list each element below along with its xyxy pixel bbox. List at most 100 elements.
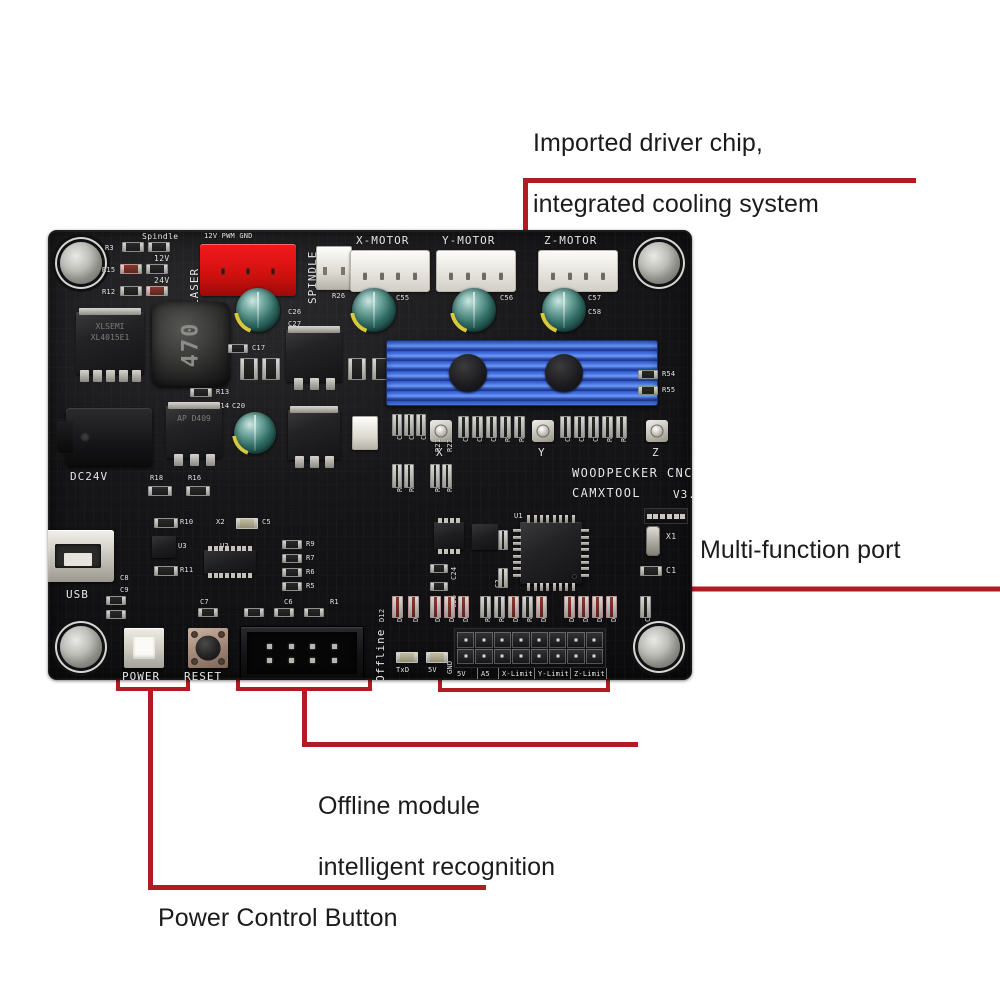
silk-5v-led-label: 5V — [428, 666, 437, 674]
silk-usb: USB — [66, 588, 89, 601]
silk-ref-u3: U3 — [178, 542, 187, 550]
smd-r26b — [500, 416, 511, 438]
limit-switch-header[interactable] — [454, 628, 606, 668]
x-motor-connector — [350, 250, 430, 292]
ic-u5 — [434, 518, 464, 554]
mounting-hole-bottom-left — [60, 626, 102, 668]
trimmer-pot-y — [532, 420, 554, 442]
limit-label-divider-1 — [477, 668, 478, 679]
silk-ref-r16: R16 — [188, 474, 202, 482]
smd-c54 — [574, 416, 585, 438]
smd-r29 — [348, 358, 366, 380]
smd-r6 — [282, 568, 302, 577]
silk-ref-r14: R14 — [216, 402, 230, 410]
silk-ref-r1: R1 — [330, 598, 339, 606]
smd-c1 — [640, 566, 662, 576]
electrolytic-capacitor-c56 — [450, 286, 498, 334]
led-d16 — [536, 596, 547, 618]
smd-bottom-1 — [106, 596, 126, 605]
silk-limit-5v: 5V — [457, 670, 466, 678]
mosfet-d409: AP D409 — [166, 402, 222, 466]
smd-resistor-r12a — [120, 286, 142, 296]
callout-multi-function-port: Multi-function port — [700, 536, 901, 564]
smd-r31 — [392, 464, 402, 488]
usb-port-tongue — [63, 552, 93, 567]
offline-module-header[interactable] — [240, 626, 364, 680]
silk-spindle-24v: 24V — [154, 276, 170, 285]
limit-label-divider-5 — [606, 668, 607, 679]
leader-line-offline-vertical — [302, 689, 307, 746]
silk-gnd-label: GND — [446, 660, 454, 674]
smd-bottom-4 — [244, 608, 264, 617]
silk-ref-x2: X2 — [216, 518, 225, 526]
power-button[interactable] — [124, 628, 164, 668]
silk-limit-a5: A5 — [481, 670, 490, 678]
led-d46 — [564, 596, 575, 618]
smd-r40 — [480, 596, 491, 618]
silk-ref-u1: U1 — [514, 512, 523, 520]
smd-bottom-6 — [304, 608, 324, 617]
silk-ref-c20: C20 — [232, 402, 246, 410]
smd-r18 — [148, 486, 172, 496]
smd-r29b — [442, 464, 452, 488]
silk-ref-c1: C1 — [666, 566, 677, 575]
expansion-header-1x6[interactable] — [644, 508, 688, 524]
silk-ref-r3: R3 — [105, 244, 114, 252]
board-version: V3.4 — [673, 488, 692, 501]
inductor-marking: 470 — [178, 321, 204, 367]
smd-r11 — [154, 566, 178, 576]
silk-ref-c6: C6 — [284, 598, 293, 606]
silk-ref-r11: R11 — [180, 566, 194, 574]
dc-jack-barrel — [57, 420, 73, 454]
smd-r28 — [262, 358, 280, 380]
led-5v — [426, 652, 448, 663]
silk-laser-pin-labels: 12V PWM GND — [204, 232, 253, 240]
silk-spindle-title: Spindle — [142, 232, 179, 241]
mounting-hole-top-right — [638, 242, 680, 284]
mosfet-marking: AP D409 — [177, 414, 211, 424]
aux-white-connector — [352, 416, 378, 450]
smd-c3 — [498, 530, 508, 550]
silk-ref-r54: R54 — [662, 370, 676, 378]
led-d11 — [508, 596, 519, 618]
z-motor-connector — [538, 250, 618, 292]
usb-mini-connector[interactable] — [48, 530, 114, 582]
smd-c2 — [498, 568, 508, 588]
silk-ref-c57: C57 — [588, 294, 602, 302]
regulator-marking: XLSEMI XL4015E1 — [90, 321, 130, 343]
dc-jack-center-pin — [80, 432, 90, 442]
callout-offline-module-line1: Offline module — [318, 791, 481, 820]
power-inductor: 470 — [152, 302, 230, 386]
limit-header-pins — [457, 632, 603, 664]
smd-r9 — [282, 540, 302, 549]
smd-c13 — [640, 596, 651, 618]
led-d20 — [392, 596, 403, 618]
silk-offline-label: Offline — [374, 628, 387, 680]
reset-button[interactable] — [188, 628, 228, 668]
smd-c25 — [430, 582, 448, 591]
voltage-regulator-xlsemi: XLSEMI XL4015E1 — [76, 308, 144, 382]
mosfet-q1 — [286, 326, 342, 390]
silk-ref-c9: C9 — [120, 586, 129, 594]
smd-r13 — [190, 388, 212, 397]
smd-r10 — [154, 518, 178, 528]
led-d14 — [606, 596, 617, 618]
electrolytic-capacitor-c26 — [234, 286, 282, 334]
smd-resistor-r15b — [146, 264, 168, 274]
led-d15 — [458, 596, 469, 618]
smd-r54 — [638, 370, 658, 379]
silk-dc24v: DC24V — [70, 470, 109, 483]
heatsink-cap-left — [449, 354, 487, 392]
led-d44 — [592, 596, 603, 618]
silk-ref-x1: X1 — [666, 532, 677, 541]
smd-r27 — [240, 358, 258, 380]
smd-r55 — [638, 386, 658, 395]
leader-line-offline-horizontal — [302, 742, 638, 747]
driver-heatsink — [386, 340, 658, 406]
smd-resistor-r12b — [146, 286, 168, 296]
smd-c18 — [458, 416, 469, 438]
silk-trimmer-z: Z — [652, 446, 660, 459]
cnc-controller-board: Spindle 12V 24V R3 R15 R12 LASER 12V PWM… — [48, 230, 692, 680]
callout-offline-module-line2: intelligent recognition — [318, 852, 556, 881]
